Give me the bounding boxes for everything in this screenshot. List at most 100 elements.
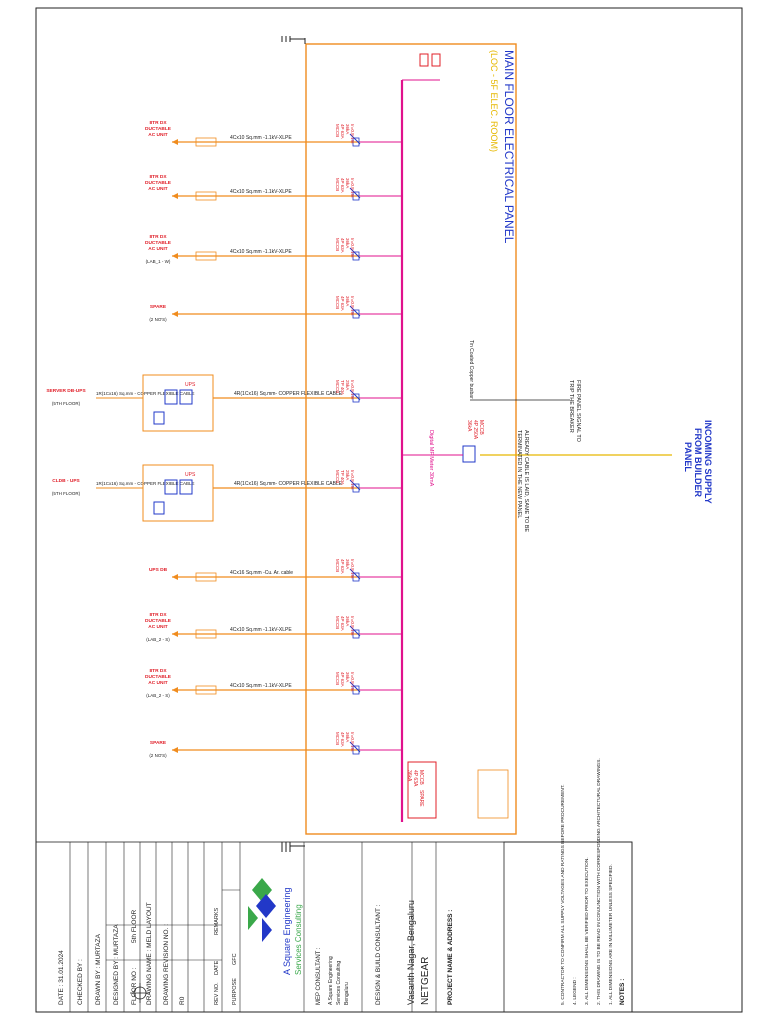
breaker-rating-line: Ir=0.8-1In — [350, 470, 355, 490]
design-label: DESIGN & BUILD CONSULTANT : — [375, 904, 382, 1005]
feeder-load-label: SPARE — [150, 740, 167, 746]
breaker-rating-line: 36kA — [345, 616, 350, 626]
breaker-rating-line: Ir=0.8-1In — [350, 296, 355, 316]
breaker-rating-line: Ir=0.8-1In — [350, 616, 355, 636]
feeder-load-sub: (LAB_2 - S) — [146, 637, 170, 642]
feeder-load-sub: (2 NO'S) — [149, 753, 167, 758]
feeder-load-label: DUCTABLE — [145, 618, 172, 624]
mfm-note: Digital MF Meter 30mA — [428, 430, 434, 487]
feeder-load-label: AC UNIT — [148, 132, 168, 138]
breaker-box — [352, 191, 360, 201]
feeder-cable-label: 4Cx10 Sq.mm -1.1kV-XLPE — [230, 627, 292, 633]
breaker-rating-line: 4P 63A — [340, 124, 345, 139]
drawing-name: DRAWING NAME : MELD LAYOUT — [146, 902, 153, 1005]
breaker-symbol — [349, 389, 361, 401]
feeder-arrow — [172, 139, 178, 145]
breaker-box — [352, 251, 360, 261]
company-tag: Services Consulting — [294, 904, 303, 975]
termination-note-1: ALREADY CABLE IS LAID, SAME TO BE — [523, 430, 529, 532]
spare-block-1: MCCB — [418, 770, 424, 785]
feeder-load-label: AC UNIT — [148, 624, 168, 630]
feeder-cable-label: 4Cx10 Sq.mm -1.1kV-XLPE — [230, 135, 292, 141]
floor-value: 5th FLOOR — [131, 909, 138, 943]
breaker-rating-line: 4P 63A — [340, 616, 345, 631]
feeder-load-label: AC UNIT — [148, 246, 168, 252]
feeder-load-label: SPARE — [150, 304, 167, 310]
main-breaker-3: 36kA — [466, 420, 472, 432]
note-item: 1. ALL DIMENSIONS ARE IN MILLIMETER UNLE… — [608, 864, 614, 1005]
feeder-load-label: 8TR DX — [149, 668, 167, 674]
breaker-rating-line: MCCB — [335, 178, 340, 191]
panel-enclosure — [305, 43, 517, 835]
breaker-rating-line: Ir=0.8-1In — [350, 238, 355, 258]
feeder-cable2-label: 1R(1Cx16) Sq.mm - COPPER FLEXIBLE CABLE — [96, 481, 195, 486]
feeder-load-label: DUCTABLE — [145, 240, 172, 246]
breaker-box — [352, 483, 360, 493]
feeder-load-label: AC UNIT — [148, 680, 168, 686]
checked-by: CHECKED BY : — [77, 959, 84, 1005]
main-breaker-symbol — [462, 445, 476, 463]
breaker-box — [352, 629, 360, 639]
feeder-load-label: DUCTABLE — [145, 674, 172, 680]
feeder-cable-label: 4Cx10 Sq.mm -1.1kV-XLPE — [230, 683, 292, 689]
fire-signal-1: FIRE PANEL SIGNAL TO — [575, 380, 581, 443]
cable-gland-box — [195, 629, 217, 639]
busbar-note: Tin Coated Copper busbar — [468, 340, 474, 399]
breaker-rating-line: MCCB — [335, 380, 340, 393]
drawing-revision-label: DRAWING REVISION NO. : — [163, 924, 170, 1005]
floor-label: FLOOR NO : — [131, 967, 138, 1005]
designed-by: DESIGNED BY : MURTAZA — [113, 924, 120, 1005]
feeder-arrow — [172, 193, 178, 199]
rev-header-1: REV NO. — [214, 982, 220, 1005]
feeder-cable-label: 4R(1Cx16) Sq.mm- COPPER FLEXIBLE CABLE — [234, 481, 343, 487]
ups-box-2: UPS — [142, 464, 214, 522]
breaker-box — [352, 309, 360, 319]
feeder-cable-label: 4Cx10 Sq.mm -1.1kV-XLPE — [230, 189, 292, 195]
notes-block — [503, 841, 633, 1013]
cable-gland-box — [195, 191, 217, 201]
spare-block-2: 4P 63A — [412, 770, 418, 787]
breaker-rating-line: 4P 63A — [340, 672, 345, 687]
feeder-arrow — [172, 253, 178, 259]
notes-list: 1. ALL DIMENSIONS ARE IN MILLIMETER UNLE… — [560, 758, 614, 1005]
breaker-rating-line: MCCB — [335, 616, 340, 629]
breaker-rating-line: 36kA — [345, 178, 350, 188]
project-name: NETGEAR — [420, 957, 431, 1005]
feeder-cable-label: 4Cx16 Sq.mm -Cu. Ar. cable — [230, 570, 293, 576]
company-name: A Square Engineering — [282, 887, 292, 975]
cable-gland-box — [195, 572, 217, 582]
breaker-rating-line: 36kA — [345, 672, 350, 682]
breaker-rating-line: MCCB — [335, 559, 340, 572]
breaker-rating-line: TP 40A — [340, 470, 345, 485]
ups-box-2-label: UPS — [185, 472, 196, 478]
breaker-rating-line: Ir=0.8-1In — [350, 559, 355, 579]
drawn-by: DRAWN BY : MURTAZA — [95, 933, 102, 1005]
breaker-rating-line: 4P 63A — [340, 559, 345, 574]
feeder-load-sub: (LAB_2 - S) — [146, 693, 170, 698]
breaker-rating-line: MCCB — [335, 296, 340, 309]
main-breaker-1: MCCB — [478, 420, 484, 435]
breaker-rating-line: Ir=0.8-1In — [350, 124, 355, 144]
ups-box-1-label: UPS — [185, 382, 196, 388]
note-item: 2. THIS DRAWING IS TO BE READ IN CONJUNC… — [596, 758, 602, 1005]
breaker-rating-line: MCCB — [335, 470, 340, 483]
project-label: PROJECT NAME & ADDRESS : — [447, 910, 454, 1005]
panel-subtitle: (LOC - 5F ELEC. ROOM) — [489, 50, 499, 152]
project-address: Vasanth Nagar, Bengaluru — [406, 900, 416, 1005]
feeder-load-label: DUCTABLE — [145, 180, 172, 186]
purpose-label: PURPOSE — [232, 978, 238, 1005]
feeder-load-label: AC UNIT — [148, 186, 168, 192]
feeder-arrow — [172, 574, 178, 580]
earth-symbol-bottom — [281, 842, 305, 852]
drawing-revision-value: R0 — [179, 996, 186, 1005]
feeder-arrow — [172, 311, 178, 317]
breaker-rating-line: 4P 63A — [340, 178, 345, 193]
breaker-rating-line: 36kA — [345, 732, 350, 742]
